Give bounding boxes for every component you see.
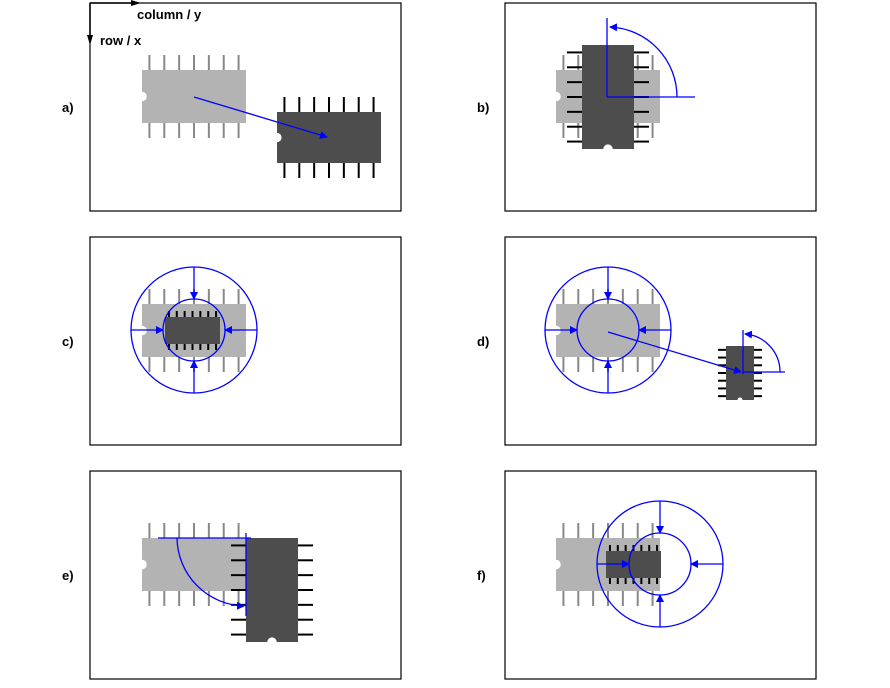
transformed-chip-d [718,346,762,403]
rotation-arc-arrow [609,23,678,98]
chip-notch [551,559,561,570]
panel-label-d: d) [477,334,489,349]
translation-arrow [607,331,742,374]
chip-notch [272,132,282,143]
column-axis-label: column / y [137,7,202,22]
rotated-chip-e [231,538,313,647]
column-arrow-icon [131,0,141,6]
panel-frame-f [504,470,817,680]
chip-notch [551,91,561,102]
chip-body [142,70,246,123]
chip-notch [267,637,277,647]
chip-notch [737,397,743,403]
translation-arrow [193,96,328,139]
coordinate-axes: column / y row / x [87,0,202,48]
panel-label-f: f) [477,568,486,583]
chip-body [726,346,754,400]
panel-frame-d [504,236,817,446]
panel-frame-c [89,236,402,446]
panel-label-a: a) [62,100,74,115]
row-arrow-icon [87,35,93,45]
template-chip-e [137,523,246,606]
panel-frame-b [504,2,817,212]
panel-frame-a [89,2,402,212]
scaled-chip-c [165,311,220,350]
found-chip-a [272,97,381,178]
chip-body [246,538,298,642]
row-axis-label: row / x [100,33,142,48]
panel-label-e: e) [62,568,74,583]
template-chip-a [137,55,246,138]
panel-label-b: b) [477,100,489,115]
rotation-arc-arrow [744,330,781,373]
rotation-arc-arrow [176,537,245,610]
panel-frame-e [89,470,402,680]
chip-notch [137,559,147,570]
chip-notch [603,144,613,154]
chip-body [277,112,381,163]
chip-body [165,317,220,344]
panel-label-c: c) [62,334,74,349]
chip-notch [137,91,147,102]
